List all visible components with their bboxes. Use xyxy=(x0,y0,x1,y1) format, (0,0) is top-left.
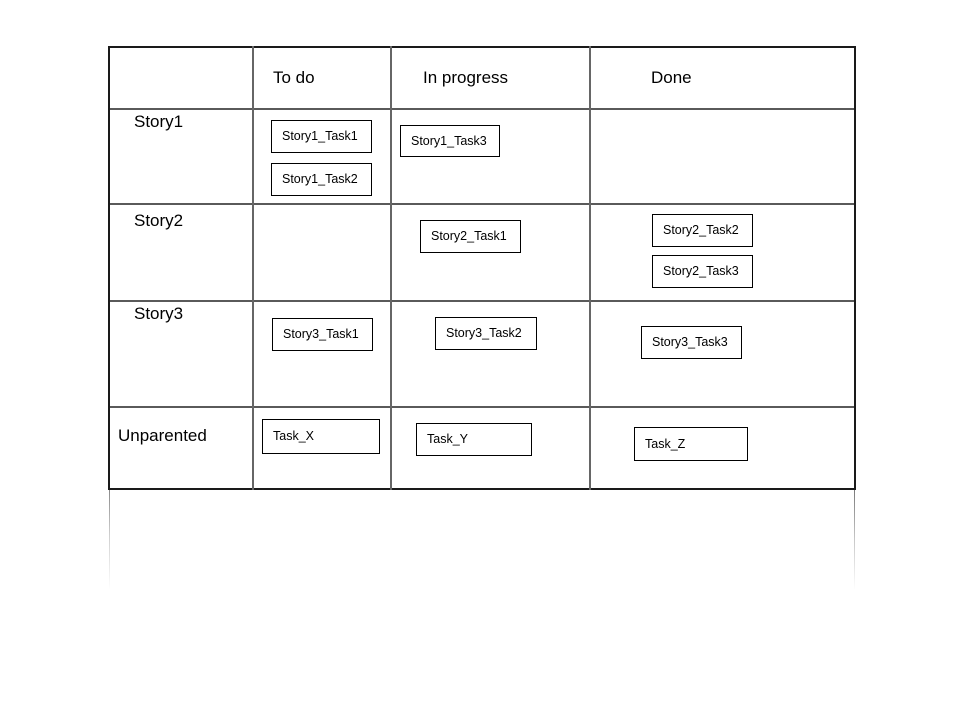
task-card[interactable]: Story1_Task2 xyxy=(271,163,372,196)
task-card[interactable]: Story1_Task3 xyxy=(400,125,500,157)
task-card[interactable]: Story2_Task2 xyxy=(652,214,753,247)
task-card[interactable]: Story1_Task1 xyxy=(271,120,372,153)
grid-line-top xyxy=(108,46,855,48)
task-card[interactable]: Task_Y xyxy=(416,423,532,456)
grid-line-col-todo-left xyxy=(252,46,254,490)
grid-line-story3-bottom xyxy=(108,406,855,408)
row-label-story1: Story1 xyxy=(134,112,184,131)
column-header-in-progress: In progress xyxy=(423,68,509,87)
fade-line-right xyxy=(854,490,855,590)
task-card[interactable]: Task_X xyxy=(262,419,380,454)
grid-line-story2-bottom xyxy=(108,300,855,302)
row-label-story3: Story3 xyxy=(134,304,184,323)
task-card[interactable]: Story3_Task2 xyxy=(435,317,537,350)
task-card[interactable]: Story3_Task1 xyxy=(272,318,373,351)
grid-line-col-inprogress-left xyxy=(390,46,392,490)
task-card[interactable]: Story2_Task3 xyxy=(652,255,753,288)
column-header-done: Done xyxy=(651,68,692,87)
task-card[interactable]: Task_Z xyxy=(634,427,748,461)
task-card[interactable]: Story3_Task3 xyxy=(641,326,742,359)
fade-line-left xyxy=(109,490,110,590)
grid-line-right-edge xyxy=(854,46,856,490)
grid-line-unparented-bottom xyxy=(108,488,855,490)
row-label-story2: Story2 xyxy=(134,211,184,230)
task-card[interactable]: Story2_Task1 xyxy=(420,220,521,253)
grid-line-story1-bottom xyxy=(108,203,855,205)
column-header-todo: To do xyxy=(273,68,315,87)
grid-line-header-bottom xyxy=(108,108,855,110)
row-label-unparented: Unparented xyxy=(118,426,207,445)
grid-line-col-done-left xyxy=(589,46,591,490)
grid-line-left-edge xyxy=(108,46,110,490)
